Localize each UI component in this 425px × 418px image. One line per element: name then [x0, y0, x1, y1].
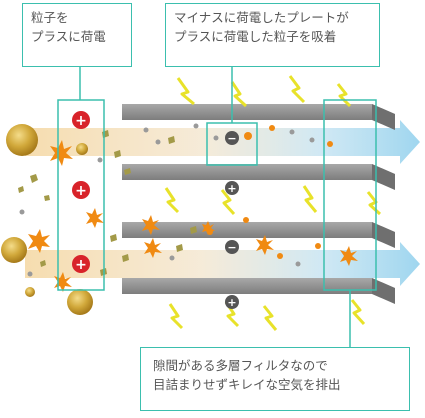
- plus-charge-plate-2: +: [225, 181, 239, 195]
- minus-charge-2: −: [225, 240, 239, 254]
- airflow-arrow-upper: [25, 120, 420, 164]
- svg-text:+: +: [227, 296, 236, 309]
- plus-charge-1: +: [72, 111, 90, 129]
- minus-charge-icon: [225, 240, 239, 254]
- lightning-icon: [176, 77, 195, 106]
- plate-2: [122, 164, 395, 190]
- callout-charge-line2: プラスに荷電: [31, 29, 106, 44]
- svg-text:+: +: [75, 113, 87, 129]
- airflow-arrow-lower: [25, 242, 420, 286]
- callout-attract-line1: マイナスに荷電したプレートが: [174, 10, 349, 25]
- minus-charge-1: −: [225, 131, 239, 145]
- svg-text:+: +: [75, 183, 87, 199]
- lightning-icon: [164, 187, 180, 214]
- lightning-icon: [168, 303, 184, 330]
- lightning-icon: [220, 189, 236, 216]
- callout-plate-attraction: マイナスに荷電したプレートが プラスに荷電した粒子を吸着: [165, 3, 380, 67]
- lightning-icon: [288, 75, 306, 104]
- airflow-arrow-icon: [25, 120, 420, 164]
- svg-text:+: +: [75, 257, 87, 273]
- plus-charge-icon: [72, 111, 90, 129]
- callout-multilayer-filter: 隙間がある多層フィルタなので 目詰まりせずキレイな空気を排出: [140, 347, 410, 411]
- callout-attract-line2: プラスに荷電した粒子を吸着: [174, 29, 337, 44]
- spiky-particles: [28, 125, 358, 292]
- callout-filter-line2: 目詰まりせずキレイな空気を排出: [153, 377, 341, 392]
- lightning-icon: [262, 305, 278, 331]
- plus-charge-icon: [225, 295, 239, 309]
- callout-charge-line1: 粒子を: [31, 10, 69, 25]
- large-particles: [1, 124, 93, 315]
- charging-zone-frame: [57, 99, 105, 291]
- svg-text:−: −: [227, 132, 236, 145]
- lightning-icon: [366, 191, 382, 216]
- plate-4: [122, 278, 395, 304]
- lightning-icon: [350, 299, 366, 326]
- svg-text:+: +: [227, 182, 236, 195]
- plus-charge-icon: [72, 255, 90, 273]
- callout-charge-particles: 粒子を プラスに荷電: [22, 3, 132, 67]
- plate-1: [122, 104, 395, 130]
- plus-charge-icon: [225, 181, 239, 195]
- minus-charge-icon: [225, 131, 239, 145]
- svg-text:−: −: [227, 241, 236, 254]
- small-particles: [18, 123, 315, 277]
- lightning-icon: [336, 83, 352, 108]
- plus-charge-3: +: [72, 255, 90, 273]
- callout-filter-line1: 隙間がある多層フィルタなので: [153, 358, 328, 373]
- lightning-icon: [230, 81, 248, 108]
- plus-charge-plate-4: +: [225, 295, 239, 309]
- plus-charge-icon: [72, 181, 90, 199]
- airflow-arrow-icon: [25, 242, 420, 286]
- plus-charge-2: +: [72, 181, 90, 199]
- lightning-icons: [164, 75, 382, 331]
- lightning-icon: [302, 185, 318, 213]
- plate-3: [122, 222, 395, 248]
